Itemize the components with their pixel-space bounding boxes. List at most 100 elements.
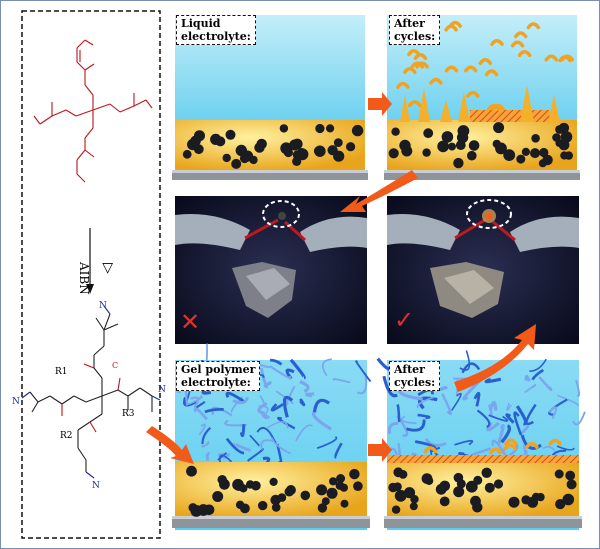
particle — [421, 473, 433, 484]
polymer-chain — [441, 393, 452, 416]
particle — [484, 482, 495, 493]
polymer-chain — [194, 401, 206, 410]
polymer-chain — [462, 379, 482, 401]
polymer-chain — [247, 448, 264, 462]
debris-fragment — [484, 69, 499, 77]
polymer-chain — [233, 442, 252, 452]
polymer-chain — [556, 394, 579, 407]
polymer-chain — [332, 378, 351, 384]
pouch-cell-photo-pass — [387, 196, 579, 344]
particle — [291, 138, 303, 150]
particle-layer — [186, 465, 363, 517]
polymer-chain — [270, 358, 283, 366]
debris-fragment — [504, 438, 518, 446]
particle — [271, 503, 281, 512]
polymer-chain — [454, 439, 474, 446]
particle — [453, 486, 465, 498]
particle — [538, 159, 547, 168]
polymer-chain — [505, 413, 515, 424]
polymer-chain — [269, 365, 292, 380]
particle — [280, 142, 293, 155]
debris-fragment — [466, 90, 480, 98]
polymer-chain — [524, 374, 531, 382]
particle — [388, 148, 399, 159]
polymer-chain — [270, 403, 284, 412]
polymer-chain — [538, 376, 553, 391]
polymer-chain — [525, 403, 537, 426]
polymer-chain — [520, 425, 530, 434]
polymer-chain — [289, 358, 306, 380]
particle — [453, 472, 464, 483]
particle — [453, 157, 464, 169]
polymer-chain — [382, 375, 398, 398]
particle — [391, 127, 400, 136]
debris-fragment — [478, 58, 493, 66]
particle — [423, 128, 434, 139]
polymer-chain — [524, 384, 537, 394]
carbon-label: C — [112, 361, 118, 370]
polymer-chain — [497, 424, 505, 445]
particle — [481, 467, 492, 478]
particle — [552, 133, 561, 142]
particle — [448, 142, 456, 151]
particle — [336, 474, 346, 483]
polymer-chain — [193, 407, 208, 421]
dead-lithium-debris — [423, 438, 562, 455]
polymer-chain — [515, 405, 528, 426]
polymer-chain — [285, 385, 296, 407]
particle-layer — [388, 122, 573, 169]
particle — [401, 145, 413, 157]
initiator-label: AIBN — [77, 261, 91, 295]
debris-fragment — [407, 49, 421, 57]
gel-polymer-panel — [172, 343, 372, 530]
polymer-chain — [225, 391, 246, 404]
particle — [349, 468, 360, 480]
particle — [258, 500, 268, 511]
particle — [398, 470, 408, 479]
polymer-chain — [556, 445, 575, 451]
particle — [503, 149, 516, 162]
particle — [317, 503, 328, 513]
particle — [333, 138, 343, 148]
polymer-chain — [476, 409, 491, 428]
particle — [493, 479, 504, 489]
polymer-chain — [406, 419, 426, 432]
debris-fragment — [444, 24, 458, 32]
particle — [296, 148, 307, 158]
pass-mark-icon: ✓ — [394, 306, 415, 334]
particle — [468, 140, 480, 151]
reaction-arrow — [86, 228, 94, 294]
particle — [225, 129, 236, 140]
debris-fragment — [410, 61, 425, 69]
arrow-right-top — [368, 92, 392, 116]
polymer-ester-groups — [61, 363, 121, 433]
particle — [239, 153, 250, 164]
particle — [246, 480, 255, 489]
polymer-chain — [299, 380, 310, 394]
nitrile-n-right: N — [158, 385, 166, 395]
polymer-chain — [201, 440, 210, 448]
particle — [465, 480, 478, 493]
debris-fragment — [503, 443, 517, 451]
debris-fragment — [396, 81, 410, 89]
polymer-chain — [204, 408, 224, 414]
polymer-chain — [484, 377, 502, 384]
polymer-chain — [299, 398, 306, 407]
polymer-chain — [259, 367, 269, 389]
debris-fragment — [560, 54, 575, 62]
polymer-chain — [334, 442, 343, 459]
particle — [495, 142, 507, 155]
particle — [340, 499, 349, 508]
debris-fragment — [463, 65, 478, 73]
debris-fragment — [510, 40, 525, 48]
particle — [473, 475, 483, 485]
heat-symbol: ▷ — [100, 263, 116, 274]
particle — [351, 124, 364, 137]
polymer-chain — [513, 411, 523, 436]
particle — [457, 125, 470, 137]
debris-fragment — [525, 441, 539, 449]
particle — [329, 477, 338, 486]
particle — [562, 493, 575, 506]
polymer-chain — [277, 416, 296, 430]
